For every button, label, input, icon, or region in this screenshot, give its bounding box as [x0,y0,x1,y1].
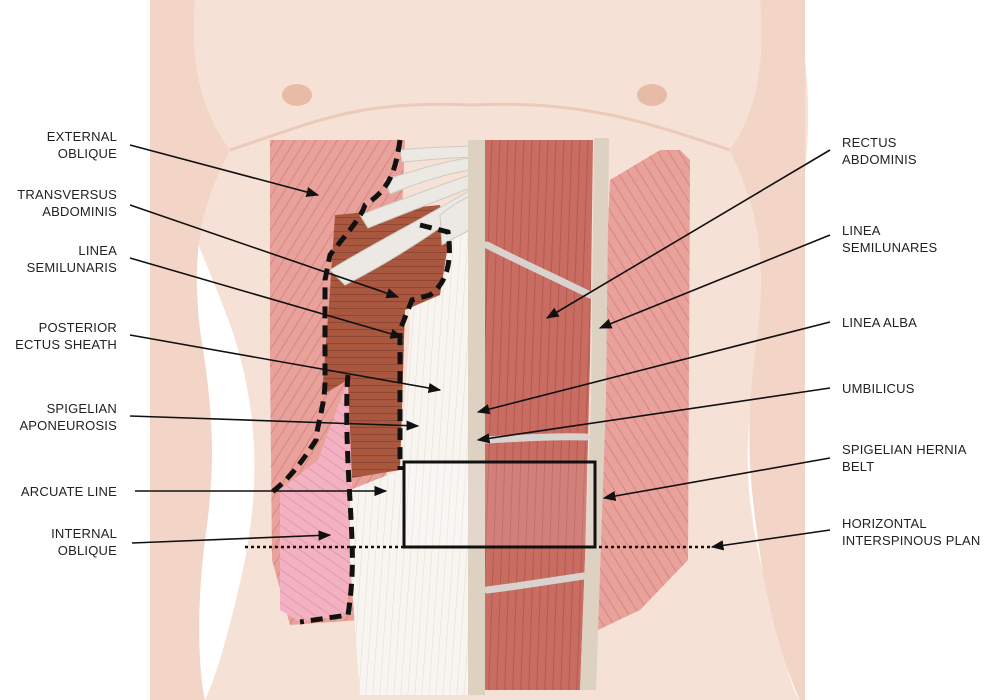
dashed-outline [270,139,452,625]
label-linea-alba: LINEA ALBA [842,315,917,330]
leader-lines [129,144,831,551]
linea-alba [468,140,485,695]
right-external-oblique-muscle [598,150,690,630]
label-arcuate-line: ARCUATE LINE [20,484,117,499]
right-linea-semilunaris [580,138,609,690]
spigelian-hernia-belt-box [402,460,597,549]
label-umbilicus: UMBILICUS [842,381,915,396]
right-nipple [637,84,667,106]
rectus-abdominis-muscle [485,140,593,690]
left-nipple [282,84,312,106]
tendinous-intersections [483,241,594,594]
internal-oblique-muscle [280,380,355,622]
